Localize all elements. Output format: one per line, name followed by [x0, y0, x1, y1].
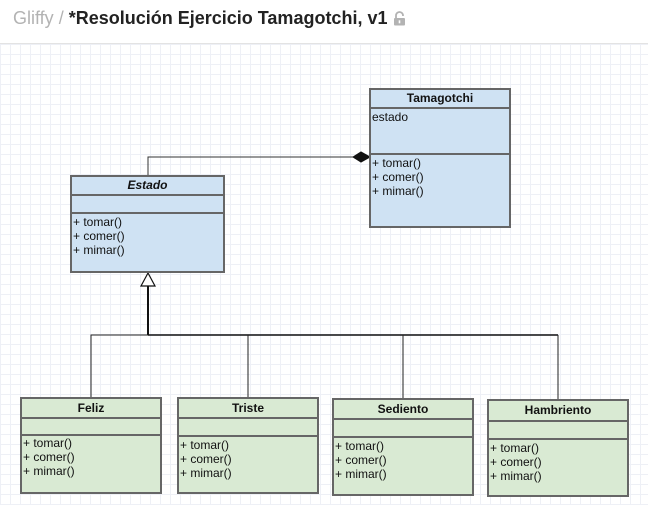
method-tomar: + tomar() — [23, 436, 73, 450]
branch-feliz — [90, 334, 148, 398]
method-mimar: + mimar() — [335, 467, 387, 481]
method-tomar: + tomar() — [335, 439, 385, 453]
class-estado-attributes — [72, 196, 223, 214]
method-comer: + comer() — [180, 452, 232, 466]
method-tomar: + tomar() — [180, 438, 230, 452]
class-tamagotchi-attributes: estado — [371, 109, 509, 155]
class-tamagotchi-methods: + tomar() + comer() + mimar() — [371, 155, 509, 198]
class-hambriento-attributes — [489, 422, 627, 440]
breadcrumb: Gliffy / *Resolución Ejercicio Tamagotch… — [13, 7, 406, 31]
composition-line — [147, 156, 355, 175]
class-sediento[interactable]: Sediento + tomar() + comer() + mimar() — [332, 398, 474, 496]
class-estado-methods: + tomar() + comer() + mimar() — [72, 214, 223, 257]
class-triste[interactable]: Triste + tomar() + comer() + mimar() — [177, 397, 319, 494]
method-mimar: + mimar() — [73, 243, 125, 257]
method-tomar: + tomar() — [490, 441, 540, 455]
class-tamagotchi[interactable]: Tamagotchi estado + tomar() + comer() + … — [369, 88, 511, 228]
class-sediento-attributes — [334, 420, 472, 438]
method-comer: + comer() — [73, 229, 125, 243]
class-feliz[interactable]: Feliz + tomar() + comer() + mimar() — [20, 397, 162, 494]
class-triste-methods: + tomar() + comer() + mimar() — [179, 437, 317, 480]
method-mimar: + mimar() — [372, 184, 424, 198]
class-feliz-name: Feliz — [22, 399, 160, 419]
class-feliz-methods: + tomar() + comer() + mimar() — [22, 436, 160, 478]
method-mimar: + mimar() — [180, 466, 232, 480]
class-triste-attributes — [179, 419, 317, 437]
app-name-link[interactable]: Gliffy — [13, 8, 54, 28]
method-comer: + comer() — [372, 170, 424, 184]
class-estado[interactable]: Estado + tomar() + comer() + mimar() — [70, 175, 225, 273]
attribute-estado: estado — [372, 110, 409, 124]
method-tomar: + tomar() — [372, 156, 422, 170]
method-comer: + comer() — [23, 450, 75, 464]
method-comer: + comer() — [335, 453, 387, 467]
class-tamagotchi-name: Tamagotchi — [371, 90, 509, 109]
class-hambriento-name: Hambriento — [489, 401, 627, 422]
composition-diamond — [352, 151, 372, 163]
inheritance-arrowhead — [139, 271, 157, 287]
class-estado-name: Estado — [72, 177, 223, 196]
class-sediento-methods: + tomar() + comer() + mimar() — [334, 438, 472, 481]
method-tomar: + tomar() — [73, 215, 123, 229]
class-triste-name: Triste — [179, 399, 317, 419]
class-sediento-name: Sediento — [334, 400, 472, 420]
document-header: Gliffy / *Resolución Ejercicio Tamagotch… — [0, 0, 648, 40]
method-comer: + comer() — [490, 455, 542, 469]
class-feliz-attributes — [22, 419, 160, 436]
lock-icon[interactable] — [393, 9, 406, 31]
document-title[interactable]: *Resolución Ejercicio Tamagotchi, v1 — [68, 8, 388, 28]
class-hambriento-methods: + tomar() + comer() + mimar() — [489, 440, 627, 483]
class-hambriento[interactable]: Hambriento + tomar() + comer() + mimar() — [487, 399, 629, 497]
method-mimar: + mimar() — [490, 469, 542, 483]
method-mimar: + mimar() — [23, 464, 75, 478]
breadcrumb-separator: / — [53, 8, 69, 28]
